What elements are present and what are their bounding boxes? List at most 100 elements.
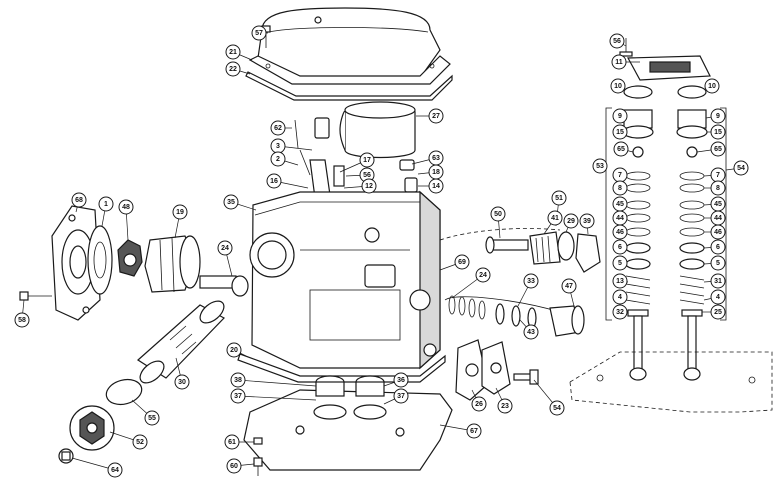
oring-55 <box>105 378 143 406</box>
callout-45: 45 <box>612 196 628 212</box>
callout-circle <box>230 388 246 404</box>
callout-circle <box>118 199 134 215</box>
callout-circle <box>230 372 246 388</box>
callout-circle <box>612 289 628 305</box>
callout-29: 29 <box>563 213 579 229</box>
callout-36: 36 <box>393 372 409 388</box>
callout-22: 22 <box>225 61 241 77</box>
callout-number: 52 <box>136 439 144 446</box>
rotor-48 <box>117 239 143 277</box>
callout-14: 14 <box>428 178 444 194</box>
callout-circle <box>613 141 629 157</box>
callout-69: 69 <box>454 254 470 270</box>
callout-circle <box>266 173 282 189</box>
callout-number: 33 <box>527 278 535 285</box>
callout-10: 10 <box>704 78 720 94</box>
callout-circle <box>226 458 242 474</box>
callout-number: 10 <box>708 83 716 90</box>
callout-21: 21 <box>225 44 241 60</box>
callout-number: 19 <box>176 209 184 216</box>
callout-number: 15 <box>616 129 624 136</box>
callout-circle <box>579 213 595 229</box>
callout-number: 37 <box>397 393 405 400</box>
callout-circle <box>490 206 506 222</box>
callout-13: 13 <box>612 273 628 289</box>
callout-1: 1 <box>98 196 114 212</box>
callout-number: 65 <box>714 146 722 153</box>
valve-stack <box>605 38 727 381</box>
callout-23: 23 <box>497 398 513 414</box>
callout-26: 26 <box>471 396 487 412</box>
callout-6: 6 <box>612 239 628 255</box>
callout-circle <box>471 396 487 412</box>
callout-65: 65 <box>710 141 726 157</box>
callout-number: 50 <box>494 211 502 218</box>
callout-56: 56 <box>609 33 625 49</box>
callout-50: 50 <box>490 206 506 222</box>
callout-number: 60 <box>230 463 238 470</box>
callout-circle <box>466 423 482 439</box>
callout-circle <box>612 304 628 320</box>
callout-number: 6 <box>618 244 622 251</box>
callout-number: 29 <box>567 218 575 225</box>
callout-number: 35 <box>227 199 235 206</box>
callout-number: 8 <box>618 185 622 192</box>
impeller-19 <box>144 235 201 293</box>
callout-circle <box>172 204 188 220</box>
callout-20: 20 <box>226 342 242 358</box>
callout-circle <box>174 374 190 390</box>
top-cover <box>257 7 441 79</box>
callout-number: 9 <box>716 113 720 120</box>
callout-circle <box>454 254 470 270</box>
side-valve-assembly <box>439 228 601 337</box>
callout-19: 19 <box>172 204 188 220</box>
base-plate <box>243 375 453 471</box>
callout-number: 44 <box>714 215 722 222</box>
callout-67: 67 <box>466 423 482 439</box>
callout-17: 17 <box>359 152 375 168</box>
callout-25: 25 <box>710 304 726 320</box>
callout-58: 58 <box>14 312 30 328</box>
callout-number: 14 <box>432 183 440 190</box>
callout-number: 53 <box>596 163 604 170</box>
callout-46: 46 <box>612 224 628 240</box>
callout-circle <box>144 410 160 426</box>
callout-number: 12 <box>365 183 373 190</box>
callout-circle <box>710 273 726 289</box>
callout-circle <box>710 289 726 305</box>
callout-circle <box>551 190 567 206</box>
callout-55: 55 <box>144 410 160 426</box>
callout-circle <box>563 213 579 229</box>
callout-circle <box>611 54 627 70</box>
callout-circle <box>428 108 444 124</box>
callout-64: 64 <box>107 462 123 478</box>
callout-51: 51 <box>551 190 567 206</box>
callout-circle <box>612 180 628 196</box>
callout-number: 4 <box>618 294 622 301</box>
callout-circle <box>612 255 628 271</box>
callout-circle <box>226 342 242 358</box>
callout-8: 8 <box>612 180 628 196</box>
callout-number: 54 <box>553 405 561 412</box>
callout-number: 27 <box>432 113 440 120</box>
callout-60: 60 <box>226 458 242 474</box>
callout-7: 7 <box>710 167 726 183</box>
callout-circle <box>251 25 267 41</box>
callout-circle <box>132 434 148 450</box>
callout-39: 39 <box>579 213 595 229</box>
callout-44: 44 <box>710 210 726 226</box>
callout-circle <box>612 239 628 255</box>
callout-circle <box>710 141 726 157</box>
callout-47: 47 <box>561 278 577 294</box>
callout-41: 41 <box>547 210 563 226</box>
callout-5: 5 <box>710 255 726 271</box>
callout-circle <box>547 210 563 226</box>
callout-circle <box>523 324 539 340</box>
callout-number: 31 <box>714 278 722 285</box>
callout-15: 15 <box>710 124 726 140</box>
callout-number: 9 <box>618 113 622 120</box>
callout-9: 9 <box>710 108 726 124</box>
callout-circle <box>393 372 409 388</box>
callout-number: 47 <box>565 283 573 290</box>
callout-12: 12 <box>361 178 377 194</box>
